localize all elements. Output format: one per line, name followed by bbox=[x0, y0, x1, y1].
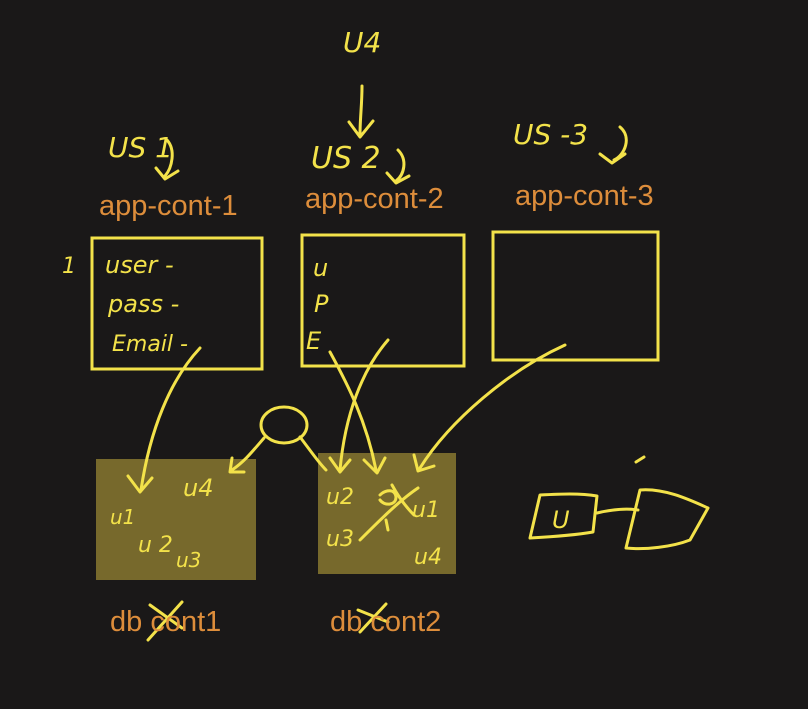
arrow-us2 bbox=[385, 148, 411, 185]
label-app-cont-1: app-cont-1 bbox=[99, 190, 238, 222]
arrow-app3-to-db2 bbox=[412, 343, 567, 473]
arrow-us3 bbox=[598, 125, 628, 165]
hand-db2-u1: u1 bbox=[412, 498, 440, 523]
loop-db1-db2 bbox=[228, 405, 328, 474]
hand-db2-u3: u3 bbox=[326, 527, 354, 552]
hand-side-u: U bbox=[552, 506, 570, 534]
hand-db1-u3: u3 bbox=[176, 548, 201, 572]
hand-form2-e: E bbox=[306, 327, 322, 355]
hand-db1-u2: u 2 bbox=[138, 533, 173, 558]
hand-db1-u1: u1 bbox=[110, 505, 135, 529]
label-db-cont1: db cont1 bbox=[110, 606, 222, 638]
app-container-1 bbox=[90, 236, 264, 371]
hand-form-email: Email - bbox=[112, 332, 188, 357]
label-app-cont-2: app-cont-2 bbox=[305, 183, 444, 215]
hand-db2-u4: u4 bbox=[414, 545, 442, 570]
label-app-cont-3: app-cont-3 bbox=[515, 180, 654, 212]
hand-db1-u4: u4 bbox=[183, 474, 213, 502]
hand-db2-u2: u2 bbox=[326, 485, 354, 510]
db2-scribbles bbox=[358, 483, 420, 542]
arrow-u4-to-us2 bbox=[347, 84, 375, 139]
hand-form-user: user - bbox=[105, 251, 174, 279]
arrows-app2-to-db2 bbox=[328, 338, 390, 475]
app-container-3 bbox=[491, 230, 660, 362]
hand-form2-u: u bbox=[313, 254, 328, 282]
arrow-us1 bbox=[154, 138, 180, 181]
hand-us1: US 1 bbox=[108, 131, 173, 164]
db-container-1 bbox=[96, 459, 256, 580]
hand-us3: US -3 bbox=[513, 118, 588, 151]
side-sketch bbox=[528, 455, 710, 551]
hand-form2-p: P bbox=[314, 290, 329, 318]
cross-marks bbox=[146, 600, 390, 642]
hand-us2: US 2 bbox=[311, 141, 381, 176]
hand-form-pass: pass - bbox=[107, 290, 179, 318]
hand-row-number: 1 bbox=[62, 254, 76, 279]
arrow-app1-to-db1 bbox=[126, 346, 202, 494]
hand-top-u4: U4 bbox=[343, 26, 381, 59]
label-db-cont2: db cont2 bbox=[330, 606, 442, 638]
app-container-2 bbox=[300, 233, 466, 368]
